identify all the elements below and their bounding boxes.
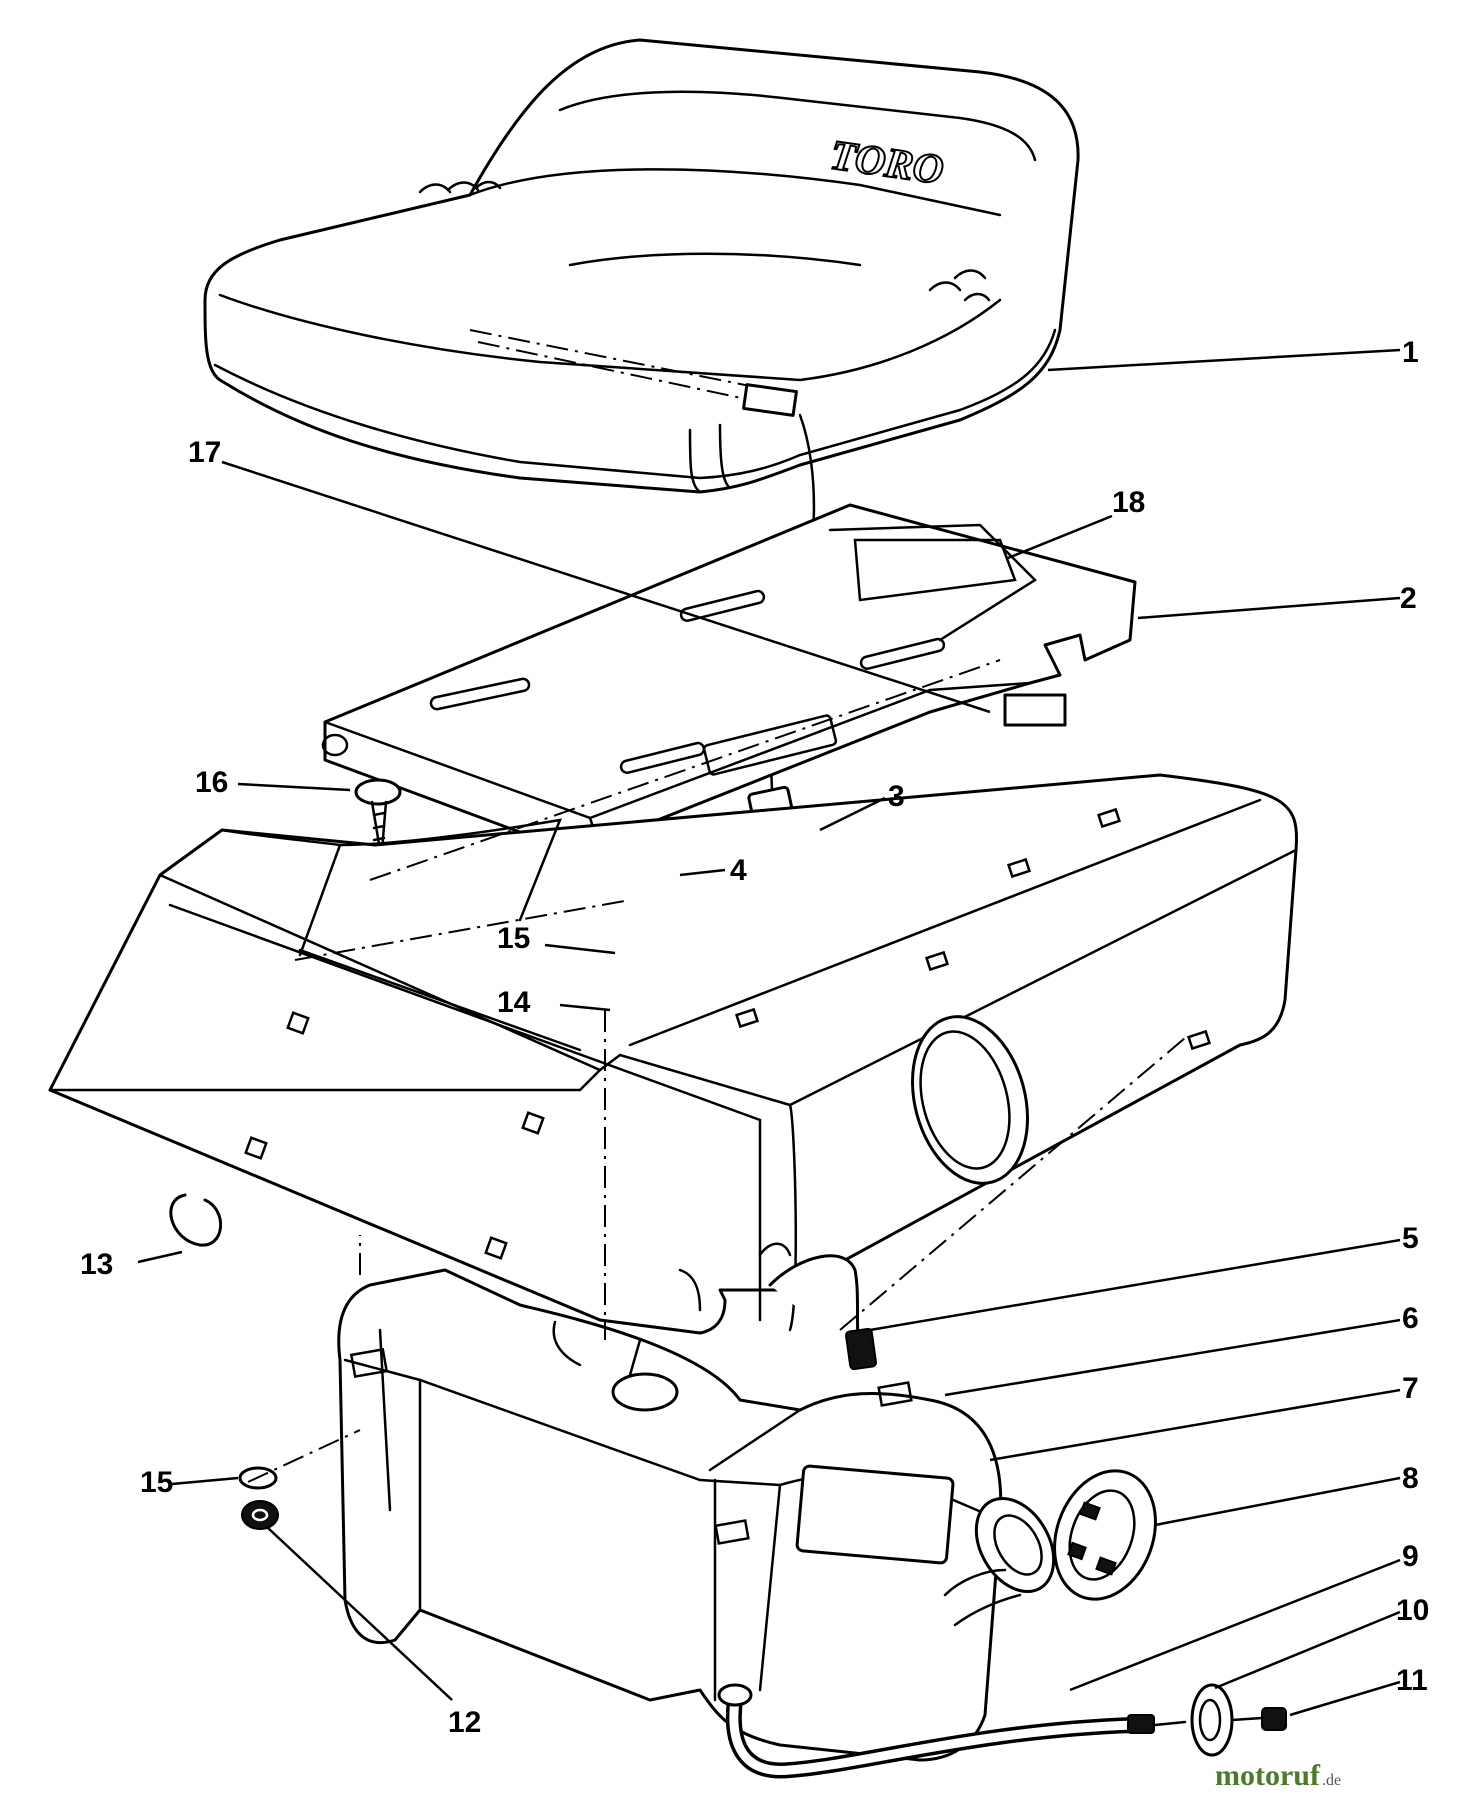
seat-pan	[321, 503, 1137, 864]
callout-9: 9	[1402, 1540, 1419, 1573]
watermark-suffix: .de	[1322, 1772, 1341, 1789]
callout-13: 13	[80, 1248, 113, 1281]
callout-15-lower: 15	[140, 1466, 173, 1499]
hose-clamp	[717, 1683, 753, 1707]
fuel-filter	[1153, 1683, 1264, 1757]
lock-nut-12	[241, 1500, 279, 1530]
callout-7: 7	[1402, 1372, 1419, 1405]
seat: TORO	[203, 38, 1080, 494]
callout-6: 6	[1402, 1302, 1419, 1335]
callout-18: 18	[1112, 486, 1145, 519]
hose-clamp-11	[1261, 1707, 1287, 1731]
fuel-cap	[1053, 1469, 1157, 1601]
callout-17: 17	[188, 436, 221, 469]
fuel-tank	[337, 1268, 1056, 1762]
callout-11: 11	[1396, 1664, 1428, 1697]
callout-5: 5	[1402, 1222, 1419, 1255]
callout-14: 14	[497, 986, 531, 1019]
fuel-hose-5	[768, 1254, 878, 1371]
watermark-brand: motoruf	[1215, 1759, 1321, 1792]
alignment-lines	[247, 659, 1186, 1483]
body-panel	[48, 773, 1299, 1335]
callout-16: 16	[195, 766, 228, 799]
carriage-bolt-16	[354, 778, 402, 885]
callout-2: 2	[1400, 582, 1417, 615]
callout-4: 4	[730, 854, 747, 887]
bumper-pad	[1003, 693, 1067, 727]
callout-12: 12	[448, 1706, 481, 1739]
watermark: motoruf .de	[1215, 1759, 1341, 1792]
callout-3: 3	[888, 780, 905, 813]
callouts: 1 2 3 4 5 6 7 8 9 10 11 12 13 14 15 15 1…	[80, 336, 1429, 1739]
snap-ring	[169, 1193, 222, 1247]
pickup-fitting	[611, 1372, 679, 1412]
access-oval	[910, 1015, 1030, 1185]
filler-neck	[974, 1496, 1056, 1594]
leader-lines	[137, 348, 1401, 1717]
callout-1: 1	[1402, 336, 1419, 369]
callout-10: 10	[1396, 1594, 1429, 1627]
callout-8: 8	[1402, 1462, 1419, 1495]
callout-15-upper: 15	[497, 922, 530, 955]
